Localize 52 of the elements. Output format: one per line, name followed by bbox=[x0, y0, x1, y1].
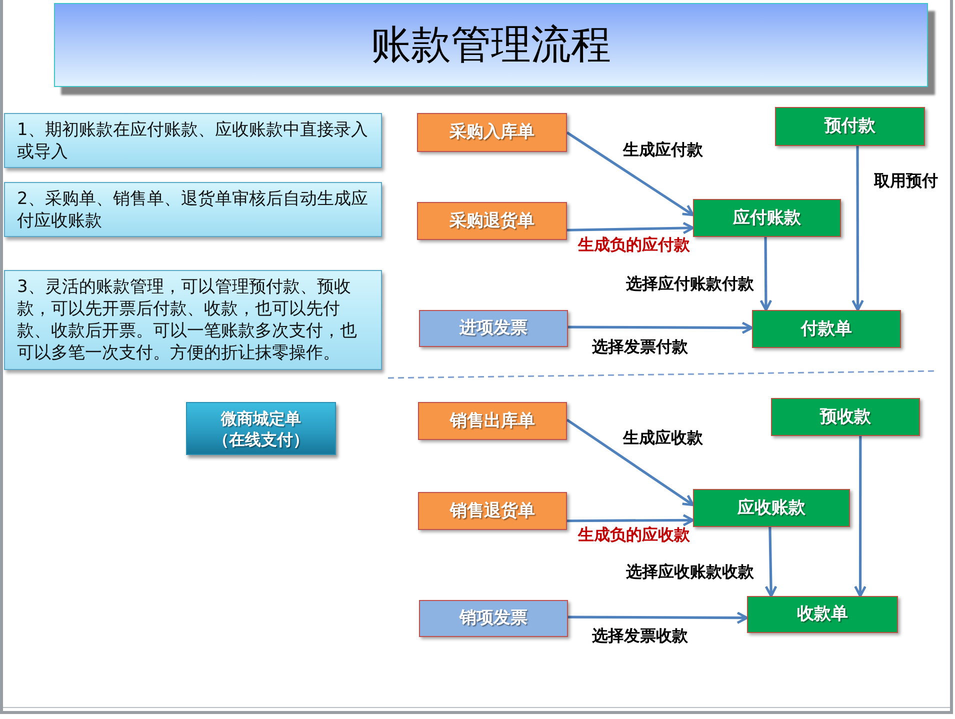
note-text: 2、采购单、销售单、退货单审核后自动生成应付应收账款 bbox=[17, 188, 369, 232]
arrow bbox=[852, 146, 864, 312]
edge-label: 生成负的应付款 bbox=[578, 235, 690, 255]
edge-label: 选择应付账款付款 bbox=[626, 274, 754, 294]
arrow bbox=[568, 612, 748, 624]
arrow bbox=[764, 526, 778, 598]
edge-label: 选择发票收款 bbox=[592, 626, 688, 646]
invoice-box bbox=[419, 600, 568, 637]
account-box bbox=[771, 398, 920, 436]
arrow bbox=[568, 322, 754, 334]
document-box bbox=[418, 402, 567, 440]
invoice-box bbox=[419, 310, 568, 347]
box-label: 预付款 bbox=[824, 116, 876, 137]
edge-label: 选择发票付款 bbox=[592, 337, 688, 357]
account-box bbox=[752, 310, 901, 348]
order-box bbox=[186, 402, 336, 455]
edge-label: 生成应收款 bbox=[623, 428, 703, 448]
edge-label: 选择应收账款收款 bbox=[626, 562, 754, 582]
account-box bbox=[693, 199, 841, 237]
box-label: 销售退货单 bbox=[450, 500, 535, 522]
note-text: 3、灵活的账款管理，可以管理预付款、预收款，可以先开票后付款、收款，也可以先付款、收款后开票。可以一笔账款多次支付，也可以多笔一次支付。方便的折让抹零操作。 bbox=[17, 276, 358, 364]
account-box bbox=[775, 107, 925, 146]
account-box bbox=[693, 489, 850, 527]
box-label: 销项发票 bbox=[460, 608, 528, 629]
box-label: 进项发票 bbox=[460, 318, 528, 339]
document-box bbox=[418, 492, 567, 530]
arrow bbox=[854, 436, 866, 598]
note-text: 1、期初账款在应付账款、应收账款中直接录入或导入 bbox=[17, 118, 369, 162]
arrow bbox=[566, 418, 694, 506]
arrow bbox=[567, 514, 694, 526]
edge-label: 生成负的应收款 bbox=[578, 525, 690, 545]
document-box bbox=[417, 202, 567, 240]
document-box bbox=[417, 113, 567, 152]
arrow bbox=[566, 222, 694, 234]
account-box bbox=[747, 596, 898, 633]
box-label: 采购入库单 bbox=[450, 122, 534, 143]
title: 账款管理流程 bbox=[371, 23, 611, 67]
box-label: 采购退货单 bbox=[450, 210, 534, 232]
note-box bbox=[4, 270, 382, 370]
note-box bbox=[4, 182, 382, 237]
edge-label: 生成应付款 bbox=[623, 140, 703, 160]
box-label: 收款单 bbox=[797, 604, 848, 625]
box-label: 付款单 bbox=[801, 318, 852, 340]
box-label: 微商城定单（在线支付） bbox=[212, 408, 310, 450]
note-box bbox=[4, 113, 382, 168]
edge-label: 取用预付 bbox=[874, 171, 938, 191]
box-label: 应付账款 bbox=[733, 208, 801, 228]
box-label: 预收款 bbox=[820, 406, 871, 428]
box-label: 销售出库单 bbox=[450, 410, 535, 432]
arrow bbox=[566, 131, 694, 216]
box-label: 应收账款 bbox=[738, 498, 806, 518]
arrow bbox=[760, 237, 772, 312]
